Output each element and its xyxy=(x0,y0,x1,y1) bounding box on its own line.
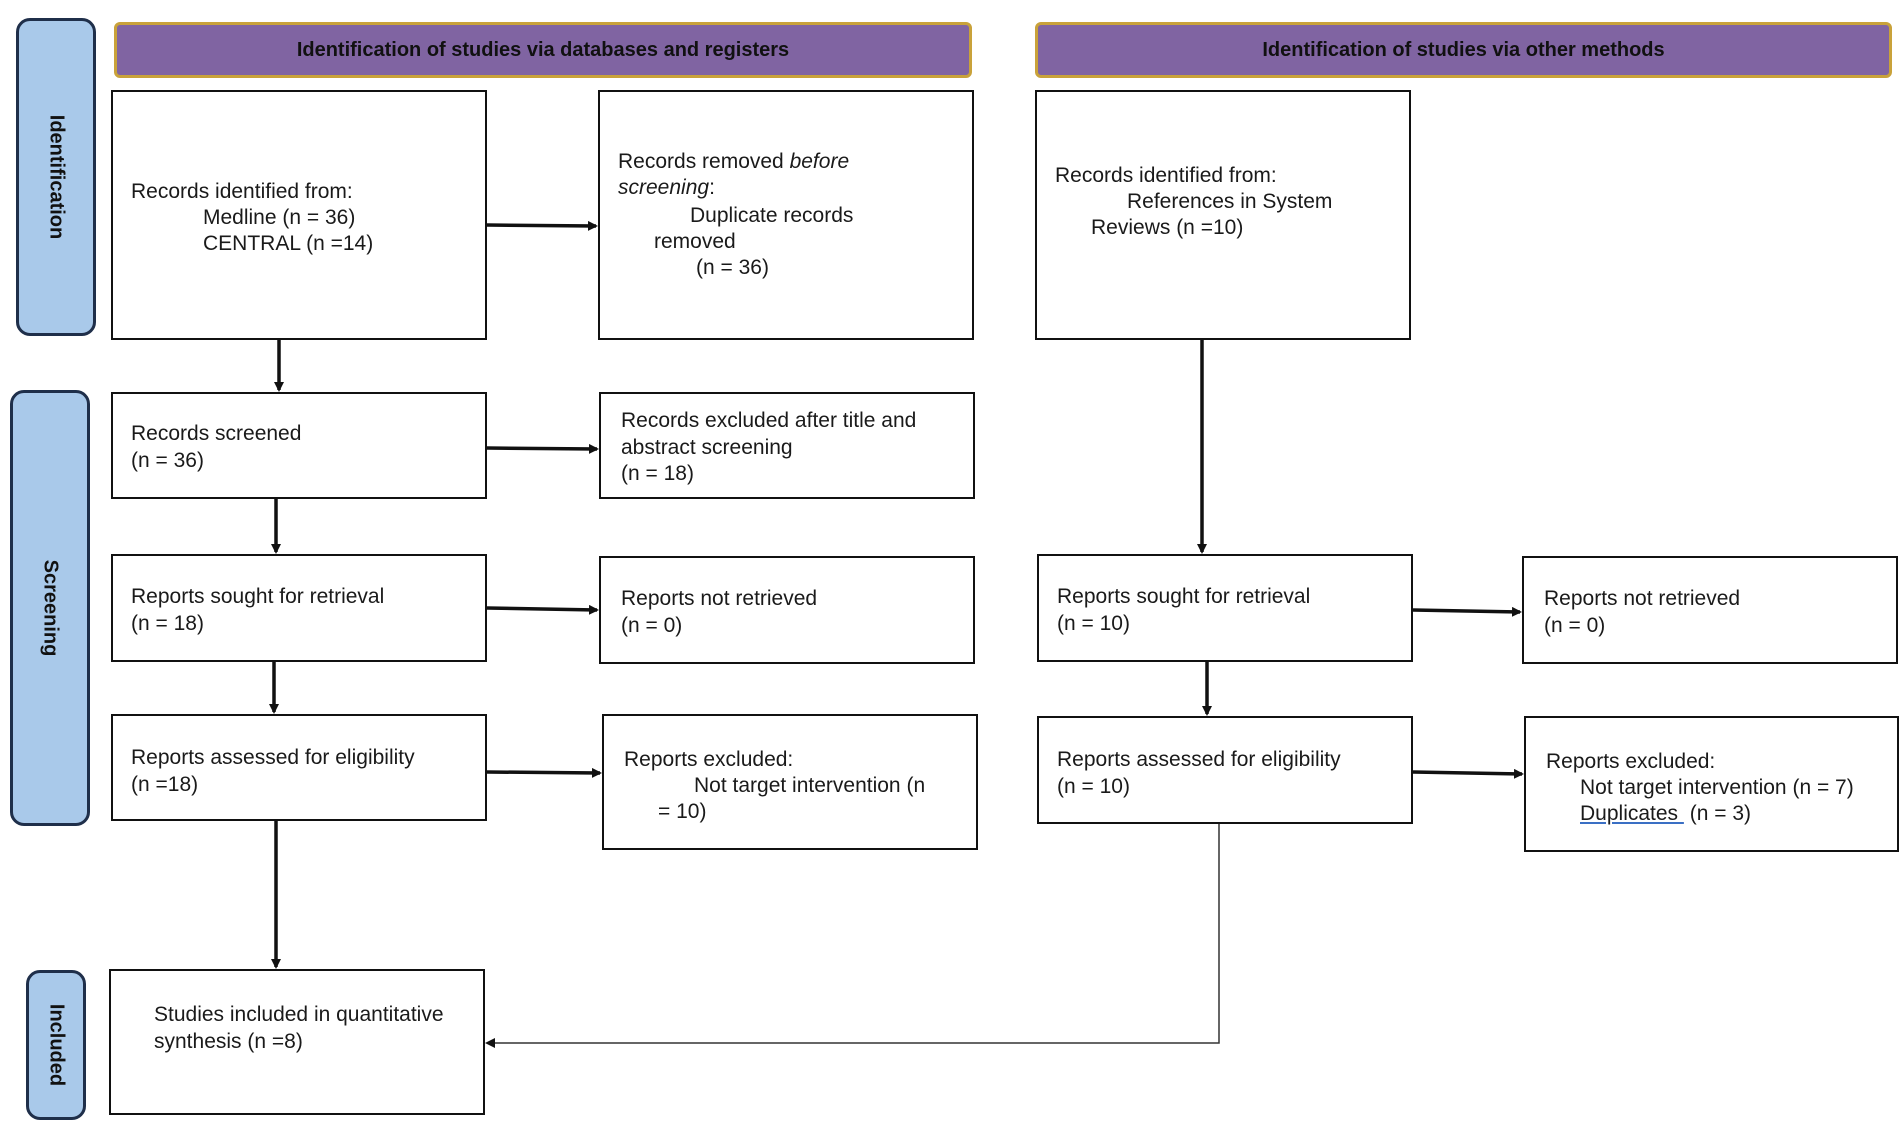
db-reports-sought-l2: (n = 18) xyxy=(131,612,204,635)
header-databases: Identification of studies via databases … xyxy=(114,22,972,78)
db-records-screened-l1: Records screened xyxy=(131,422,302,445)
db-records-screened-box: Records screened (n = 36) xyxy=(111,392,487,499)
db-records-removed-l3: Duplicate records xyxy=(690,204,854,227)
other-not-retrieved-box: Reports not retrieved (n = 0) xyxy=(1522,556,1898,664)
db-records-identified-l2: Medline (n = 36) xyxy=(203,206,356,229)
db-not-retrieved-l2: (n = 0) xyxy=(621,614,683,637)
other-not-retrieved-l1: Reports not retrieved xyxy=(1544,587,1741,610)
other-records-identified-l3: Reviews (n =10) xyxy=(1091,216,1244,239)
db-reports-sought-l1: Reports sought for retrieval xyxy=(131,585,385,608)
stage-included: Included xyxy=(26,970,86,1120)
other-records-identified-l2: References in System xyxy=(1127,190,1333,213)
other-reports-excluded-l2: Not target intervention (n = 7) xyxy=(1580,776,1854,799)
other-reports-sought-l2: (n = 10) xyxy=(1057,612,1130,635)
db-reports-assessed-l2: (n =18) xyxy=(131,773,199,796)
db-records-removed-l4: removed xyxy=(654,230,736,253)
other-reports-excluded-l3: Duplicates (n = 3) xyxy=(1580,800,1751,827)
other-reports-sought-box: Reports sought for retrieval (n = 10) xyxy=(1037,554,1413,662)
other-records-identified-l1: Records identified from: xyxy=(1055,164,1277,187)
db-reports-excluded-l1: Reports excluded: xyxy=(624,748,794,771)
db-reports-excluded-box: Reports excluded: Not target interventio… xyxy=(602,714,978,850)
other-reports-sought-l1: Reports sought for retrieval xyxy=(1057,585,1311,608)
other-reports-excluded-box: Reports excluded: Not target interventio… xyxy=(1524,716,1899,852)
db-reports-excluded-l3: = 10) xyxy=(658,800,707,823)
arrow-sought-to-not-retrieved xyxy=(486,604,599,615)
db-not-retrieved-box: Reports not retrieved (n = 0) xyxy=(599,556,975,664)
other-reports-excluded-l1: Reports excluded: xyxy=(1546,750,1716,773)
other-reports-assessed-box: Reports assessed for eligibility (n = 10… xyxy=(1037,716,1413,824)
other-records-identified-box: Records identified from: References in S… xyxy=(1035,90,1411,340)
studies-included-l1: Studies included in quantitative xyxy=(154,1003,444,1026)
db-records-removed-l2: screening: xyxy=(618,174,715,201)
db-records-identified-l3: CENTRAL (n =14) xyxy=(203,232,374,255)
db-records-removed-l1b: before xyxy=(789,150,850,173)
db-records-removed-l5: (n = 36) xyxy=(696,256,769,279)
stage-identification: Identification xyxy=(16,18,96,336)
other-not-retrieved-l2: (n = 0) xyxy=(1544,614,1606,637)
studies-included-box: Studies included in quantitative synthes… xyxy=(109,969,485,1115)
db-records-identified-l1: Records identified from: xyxy=(131,180,353,203)
arrow-other-assessed-to-excluded xyxy=(1412,768,1524,779)
stage-screening: Screening xyxy=(10,390,90,826)
other-reports-excluded-l3a: Duplicates xyxy=(1580,802,1684,825)
db-reports-sought-box: Reports sought for retrieval (n = 18) xyxy=(111,554,487,662)
db-records-removed-box: Records removed before screening: Duplic… xyxy=(598,90,974,340)
db-records-excluded-l3: (n = 18) xyxy=(621,462,694,485)
db-records-removed-l1a: Records removed xyxy=(618,150,790,173)
db-reports-assessed-box: Reports assessed for eligibility (n =18) xyxy=(111,714,487,821)
db-reports-assessed-l1: Reports assessed for eligibility xyxy=(131,746,415,769)
arrow-identified-to-removed xyxy=(486,220,598,231)
arrow-other-assessed-to-included xyxy=(485,824,1220,1048)
db-records-removed-l1: Records removed before xyxy=(618,148,849,175)
db-records-excluded-box: Records excluded after title and abstrac… xyxy=(599,392,975,499)
db-records-removed-l2a: screening xyxy=(618,176,710,199)
arrow-screened-to-excluded xyxy=(486,443,599,454)
header-other-methods: Identification of studies via other meth… xyxy=(1035,22,1892,78)
db-records-excluded-l2: abstract screening xyxy=(621,436,793,459)
studies-included-l2: synthesis (n =8) xyxy=(154,1030,303,1053)
arrow-other-sought-to-not-retrieved xyxy=(1412,606,1522,617)
db-not-retrieved-l1: Reports not retrieved xyxy=(621,587,818,610)
db-reports-excluded-l2: Not target intervention (n xyxy=(694,774,926,797)
other-reports-excluded-l3b: (n = 3) xyxy=(1683,802,1752,825)
db-records-removed-l2b: : xyxy=(709,176,715,199)
other-reports-assessed-l2: (n = 10) xyxy=(1057,775,1130,798)
db-records-identified-box: Records identified from: Medline (n = 36… xyxy=(111,90,487,340)
db-records-excluded-l1: Records excluded after title and xyxy=(621,409,917,432)
arrow-assessed-to-excluded xyxy=(486,767,602,778)
other-reports-assessed-l1: Reports assessed for eligibility xyxy=(1057,748,1341,771)
db-records-screened-l2: (n = 36) xyxy=(131,449,204,472)
